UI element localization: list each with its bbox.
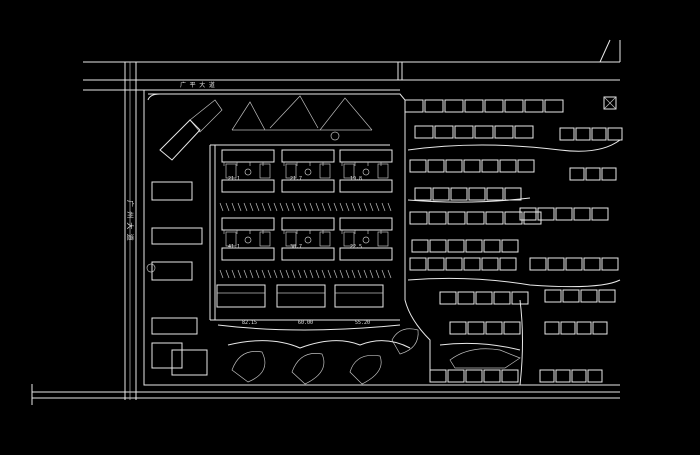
courtyard-block	[221, 217, 275, 261]
dim-label: 82.15	[242, 320, 257, 326]
courtyard-block	[281, 149, 335, 193]
townhouse-row	[414, 125, 534, 139]
dim-label: 55.20	[355, 320, 370, 326]
townhouse-row	[439, 291, 529, 305]
south-villas	[227, 328, 521, 385]
roads	[31, 39, 621, 405]
townhouse-row	[411, 239, 519, 253]
block-label: 21.1	[228, 176, 240, 182]
townhouse-row	[409, 159, 535, 173]
block-label: 22.5	[350, 244, 362, 250]
road-north-label: 广 平 大 道	[180, 81, 215, 89]
townhouse-row	[409, 211, 542, 225]
townhouse-row	[404, 99, 564, 113]
residential-block-grid	[216, 149, 393, 308]
townhouse-row	[429, 369, 519, 383]
dim-label: 60.00	[298, 320, 313, 326]
townhouse-row	[529, 257, 619, 271]
townhouse-row	[544, 321, 608, 335]
townhouse-row	[544, 289, 616, 303]
townhouse-row	[449, 321, 521, 335]
block-label: 19.8	[350, 176, 362, 182]
townhouse-row	[414, 187, 522, 201]
townhouse-row	[519, 207, 609, 221]
townhouse-row	[409, 257, 517, 271]
courtyard-block	[339, 217, 393, 261]
block-label: 38.7	[290, 244, 302, 250]
courtyard-block	[276, 284, 326, 308]
landscape-trees	[189, 95, 373, 141]
courtyard-block	[334, 284, 384, 308]
townhouse-row	[559, 127, 623, 141]
courtyard-block	[339, 149, 393, 193]
west-buildings	[146, 119, 208, 376]
block-label: 41.1	[228, 244, 240, 250]
courtyard-block	[216, 284, 266, 308]
townhouse-row	[569, 167, 617, 181]
townhouse-row	[539, 369, 603, 383]
courtyard-block	[221, 149, 275, 193]
east-residential-rows	[404, 96, 623, 386]
block-label: 21.7	[290, 176, 302, 182]
courtyard-block	[281, 217, 335, 261]
road-west-label: 广 州 大 道	[126, 200, 135, 241]
